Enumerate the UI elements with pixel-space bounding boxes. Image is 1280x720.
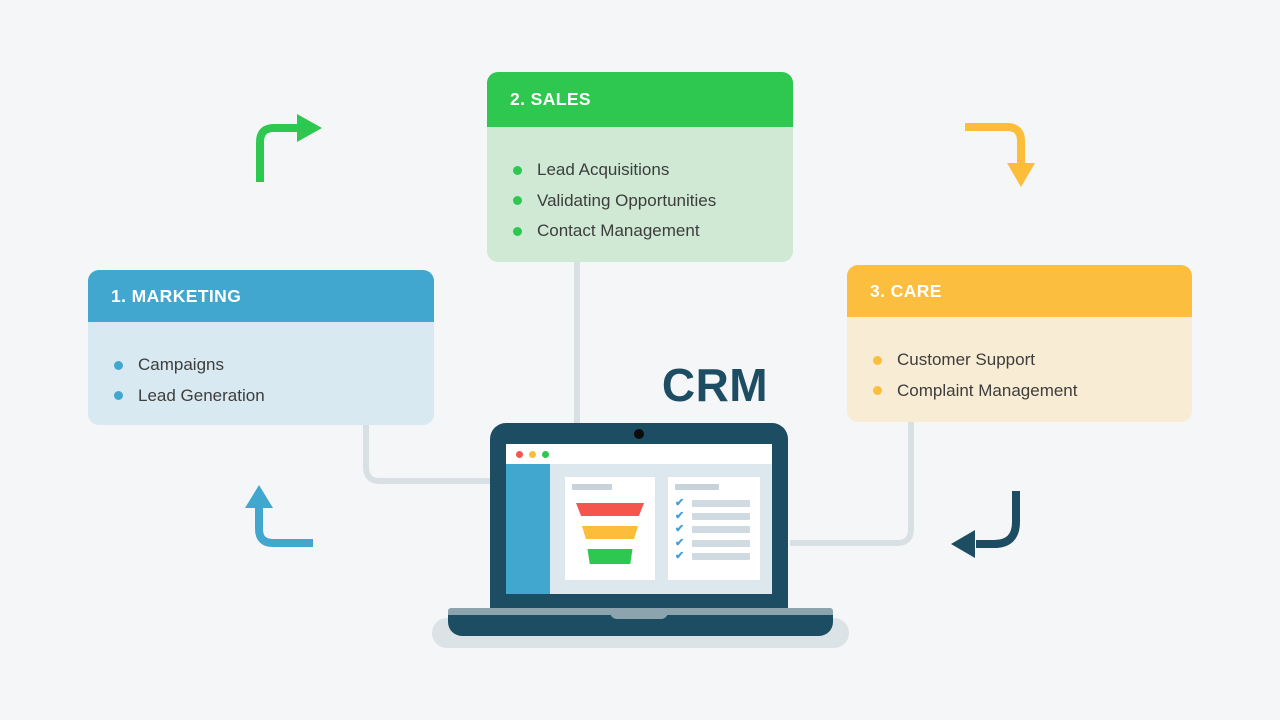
laptop-base: [448, 615, 833, 636]
care-card: 3. CARE Customer Support Complaint Manag…: [847, 265, 1192, 422]
care-card-title: 3. CARE: [870, 280, 942, 301]
list-item-label: Customer Support: [897, 350, 1035, 370]
list-item: Validating Opportunities: [513, 186, 793, 217]
marketing-card: 1. MARKETING Campaigns Lead Generation: [88, 270, 434, 425]
app-sidebar: [506, 464, 550, 594]
checklist-panel: ✔ ✔ ✔ ✔: [668, 477, 760, 580]
up-then-right-arrow-icon: [256, 114, 322, 182]
panel-title-placeholder: [572, 484, 612, 490]
checklist-rows: ✔ ✔ ✔ ✔: [675, 497, 755, 563]
bullet-dot-icon: [513, 226, 522, 236]
bullet-dot-icon: [114, 360, 123, 370]
sales-card: 2. SALES Lead Acquisitions Validating Op…: [487, 72, 793, 262]
panel-title-placeholder: [675, 484, 719, 490]
list-item-label: Lead Acquisitions: [537, 160, 670, 180]
down-then-left-arrow-icon: [951, 491, 1020, 558]
list-item: Campaigns: [114, 350, 434, 381]
app-content: ✔ ✔ ✔ ✔: [550, 464, 772, 594]
marketing-connector-line: [363, 424, 492, 484]
list-item-label: Validating Opportunities: [537, 190, 717, 210]
checklist-row: ✔: [675, 497, 755, 510]
browser-bar: [506, 444, 772, 464]
sales-card-header: 2. SALES: [487, 72, 793, 127]
marketing-card-title: 1. MARKETING: [111, 285, 242, 306]
list-item: Customer Support: [873, 345, 1192, 376]
browser-dot-red-icon: [516, 450, 523, 458]
care-card-header: 3. CARE: [847, 265, 1192, 317]
laptop-icon: ✔ ✔ ✔ ✔: [490, 423, 788, 608]
text-placeholder-line: [692, 526, 750, 534]
funnel-band-yellow: [582, 526, 638, 539]
laptop-notch: [610, 608, 668, 619]
list-item: Complaint Management: [873, 376, 1192, 407]
bullet-dot-icon: [513, 196, 522, 206]
bullet-dot-icon: [513, 165, 522, 175]
sales-card-title: 2. SALES: [510, 89, 592, 109]
checkmark-icon: ✔: [675, 510, 685, 523]
text-placeholder-line: [692, 552, 750, 560]
bullet-dot-icon: [873, 355, 882, 365]
webcam-icon: [634, 429, 644, 439]
text-placeholder-line: [692, 500, 750, 508]
funnel-chart-panel: [565, 477, 655, 580]
list-item: Lead Acquisitions: [513, 155, 793, 186]
checkmark-icon: ✔: [675, 536, 685, 549]
browser-dot-green-icon: [542, 450, 549, 458]
laptop-screen: ✔ ✔ ✔ ✔: [506, 444, 772, 594]
list-item: Lead Generation: [114, 381, 434, 412]
left-then-up-arrow-icon: [245, 485, 313, 547]
bullet-dot-icon: [114, 391, 123, 401]
care-connector-line: [790, 421, 914, 546]
app-window: ✔ ✔ ✔ ✔: [506, 464, 772, 594]
funnel-band-red: [576, 503, 644, 516]
checklist-row: ✔: [675, 537, 755, 550]
list-item-label: Campaigns: [138, 355, 224, 375]
right-then-down-arrow-icon: [965, 123, 1035, 187]
checklist-row: ✔: [675, 523, 755, 536]
marketing-card-header: 1. MARKETING: [88, 270, 434, 322]
list-item-label: Complaint Management: [897, 380, 1078, 400]
sales-card-body: Lead Acquisitions Validating Opportuniti…: [487, 127, 793, 247]
marketing-card-body: Campaigns Lead Generation: [88, 322, 434, 411]
text-placeholder-line: [692, 539, 750, 547]
care-card-body: Customer Support Complaint Management: [847, 317, 1192, 406]
browser-dot-yellow-icon: [529, 450, 536, 458]
checklist-row: ✔: [675, 550, 755, 563]
checkmark-icon: ✔: [675, 523, 685, 536]
bullet-dot-icon: [873, 386, 882, 396]
funnel-band-green: [587, 549, 633, 564]
checkmark-icon: ✔: [675, 497, 685, 510]
checklist-row: ✔: [675, 510, 755, 523]
list-item-label: Contact Management: [537, 221, 700, 241]
text-placeholder-line: [692, 513, 750, 521]
list-item: Contact Management: [513, 216, 793, 247]
checkmark-icon: ✔: [675, 549, 685, 562]
card-connector-lines: [363, 261, 914, 546]
crm-title: CRM: [661, 359, 769, 411]
list-item-label: Lead Generation: [138, 385, 265, 405]
